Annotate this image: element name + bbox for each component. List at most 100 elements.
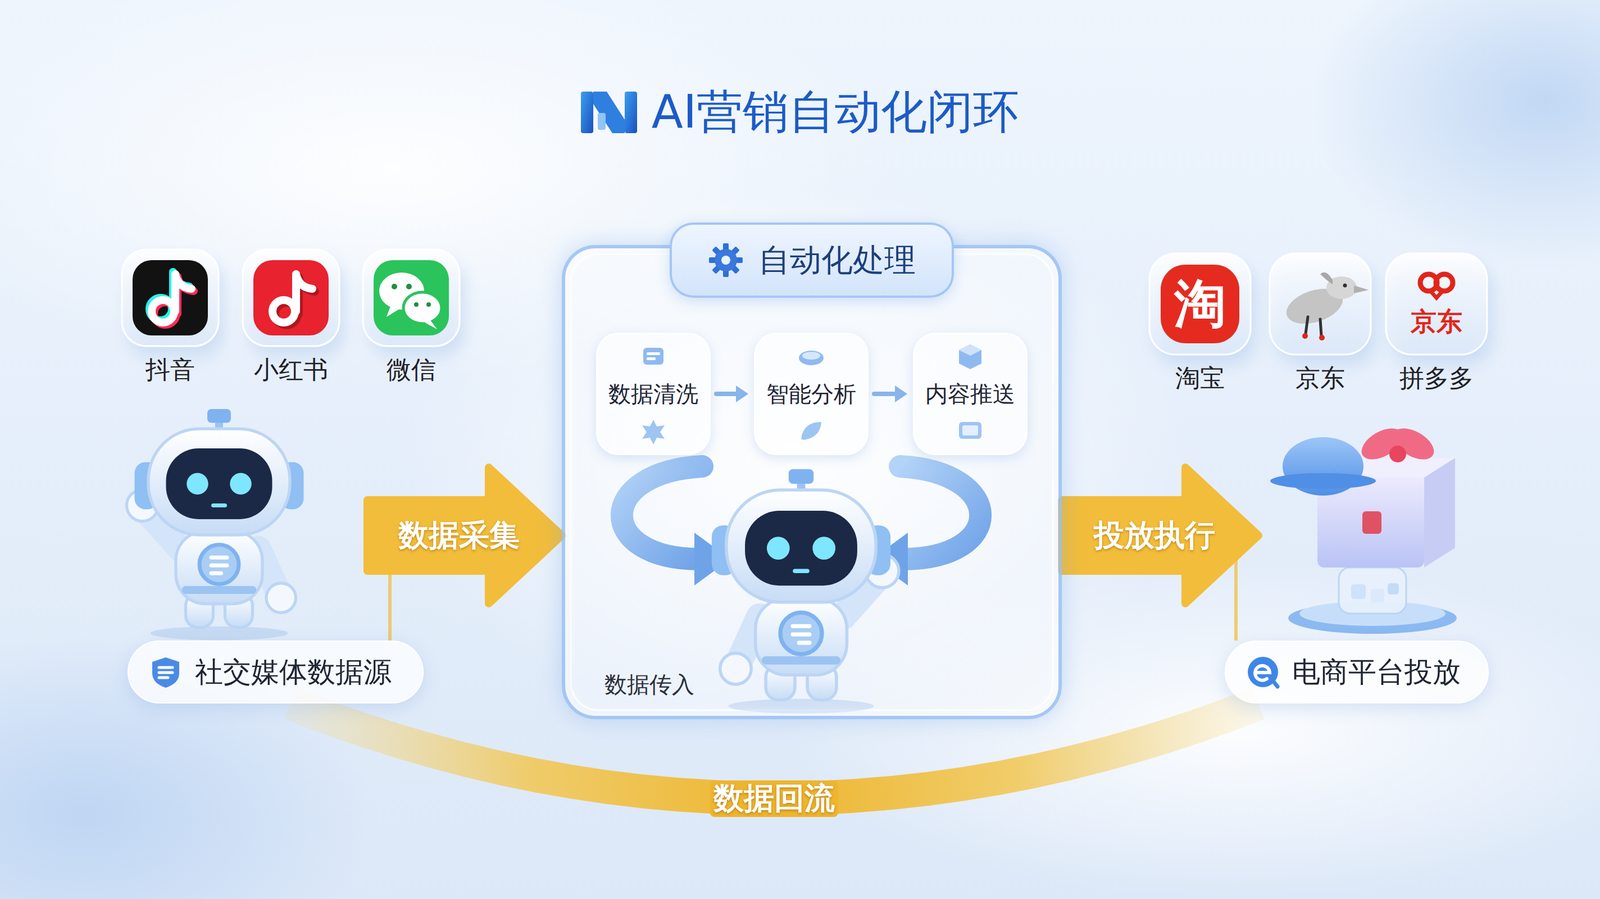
jd-dog-icon	[1319, 334, 1325, 341]
background	[1308, 0, 1600, 270]
cycle-arrows	[621, 466, 703, 559]
fat-connector	[367, 467, 562, 641]
gift-box	[1387, 583, 1399, 595]
gift-box	[1389, 445, 1407, 463]
card-icon	[954, 341, 986, 373]
source-robot	[126, 408, 304, 640]
e-icon	[1255, 665, 1270, 681]
panel-note: 数据传入	[604, 670, 695, 698]
gift-box	[1362, 511, 1382, 534]
wechat-icon	[424, 320, 438, 330]
edge-label: 数据回流	[710, 780, 839, 817]
panel-glass	[561, 244, 1062, 720]
app-tile-glass	[242, 249, 340, 347]
wechat-icon	[373, 260, 449, 336]
list-icon	[148, 655, 183, 689]
card-icon	[958, 344, 982, 370]
xiaohongshu-icon	[272, 274, 313, 323]
jd-dog-icon	[1305, 316, 1322, 336]
e-icon	[1247, 656, 1279, 688]
app-tile-glass	[1269, 253, 1371, 355]
pill-node: 电商平台投放	[1224, 640, 1489, 704]
gear-icon	[721, 255, 731, 265]
title-logo	[597, 112, 606, 130]
tile-node: 抖音	[121, 249, 219, 347]
gift-box	[1370, 588, 1385, 603]
jd-dog-icon	[1343, 283, 1348, 288]
title-text: AI营销自动化闭环	[651, 84, 1020, 140]
card-icon	[646, 352, 661, 356]
wechat-icon	[391, 283, 398, 290]
tile-label: 拼多多	[1399, 363, 1474, 394]
pdd-knot-icon	[1420, 274, 1453, 298]
card-icon	[646, 357, 656, 361]
pill-text: 社交媒体数据源	[194, 655, 392, 689]
edge-label: 数据采集	[394, 517, 524, 554]
small-arrow-line	[874, 391, 899, 397]
source-robot	[126, 408, 304, 640]
app-tile-glass	[362, 249, 460, 347]
card-icon	[642, 419, 665, 445]
card-node: 数据清洗	[596, 332, 711, 456]
title-logo	[593, 91, 625, 134]
wechat-icon	[379, 272, 425, 310]
list-icon	[158, 667, 173, 678]
title-logo	[580, 91, 594, 134]
pdd-knot-icon	[1435, 274, 1453, 292]
card-text: 智能分析	[766, 380, 857, 408]
xiaohongshu-icon	[253, 260, 329, 336]
wechat-icon	[414, 302, 419, 307]
card-icon	[798, 350, 824, 366]
card-node: 内容推送	[912, 332, 1028, 456]
tile-node: 小红书	[242, 249, 340, 347]
tile-label: 淘宝	[1175, 363, 1225, 394]
fat-arrow	[1061, 467, 1259, 604]
logo-text: 京东	[1385, 308, 1488, 335]
panel-header: 自动化处理	[669, 222, 954, 298]
card-icon	[802, 351, 821, 360]
processing-robot	[711, 469, 899, 714]
jd-dog-icon	[1302, 333, 1308, 339]
small-arrow-head	[894, 385, 908, 403]
title-logo	[624, 91, 638, 134]
jd-dog-icon	[1320, 272, 1333, 285]
card-icon	[958, 344, 982, 356]
gear-icon	[707, 242, 744, 279]
jd-dog-icon	[1353, 285, 1369, 294]
gift-box	[1424, 457, 1456, 568]
wechat-icon	[373, 260, 449, 336]
app-tile-glass	[1385, 253, 1488, 355]
small-connector	[716, 385, 749, 403]
list-icon	[152, 657, 180, 688]
title-row: AI营销自动化闭环	[0, 84, 1600, 140]
xiaohongshu-icon	[253, 260, 329, 336]
pill-text: 电商平台投放	[1292, 655, 1461, 689]
tile-label: 小红书	[253, 355, 329, 385]
card-icon	[795, 341, 827, 373]
fat-connector	[1061, 467, 1259, 641]
tile-label: 微信	[386, 355, 436, 385]
processing-robot	[711, 469, 899, 714]
small-arrow-head	[735, 385, 749, 403]
title-logo	[580, 88, 638, 136]
wechat-icon	[406, 283, 412, 290]
card-text: 内容推送	[925, 380, 1016, 408]
panel-glass	[561, 244, 1062, 720]
fat-arrow	[367, 467, 562, 604]
gift-box	[1270, 421, 1457, 634]
wechat-icon	[386, 306, 402, 317]
app-tile-glass	[1149, 253, 1251, 355]
card-icon	[954, 415, 986, 447]
wechat-icon	[426, 302, 431, 307]
tile-node: 微信	[362, 249, 460, 347]
douyin-icon	[132, 260, 208, 336]
tile-label: 抖音	[145, 355, 195, 385]
e-icon	[1273, 680, 1278, 687]
tile-node: 京东拼多多	[1385, 253, 1488, 355]
cycle-arrows	[900, 466, 981, 559]
pill-node: 社交媒体数据源	[127, 640, 424, 704]
panel-title: 自动化处理	[758, 241, 916, 279]
gift-box	[1387, 421, 1439, 466]
gift-box	[1338, 567, 1407, 614]
